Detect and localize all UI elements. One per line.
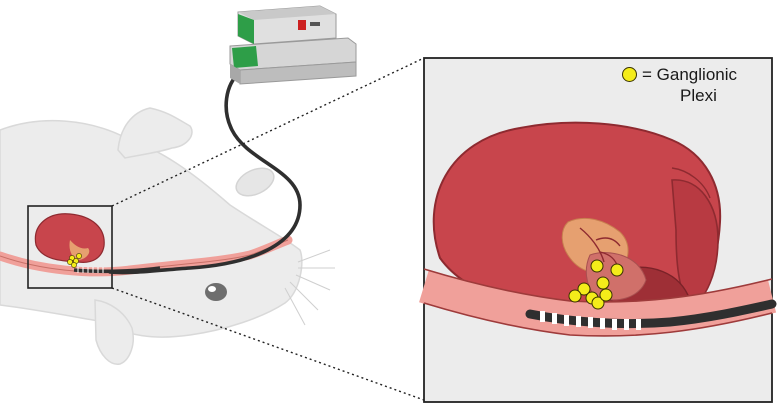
mouse-whiskers bbox=[284, 249, 335, 326]
zoom-connector-bottom bbox=[111, 287, 425, 401]
esophagus-large-bottom-edge bbox=[423, 302, 773, 337]
electrical-stimulator-icon bbox=[229, 5, 357, 85]
legend-label-line1: Ganglionic bbox=[656, 65, 737, 84]
mouse-ear bbox=[235, 167, 275, 197]
catheter-electrodes-large bbox=[540, 311, 641, 330]
catheter-electrodes-small bbox=[77, 267, 104, 273]
inset-panel bbox=[419, 57, 777, 403]
legend-symbol: = bbox=[642, 65, 652, 84]
ganglionic-plexi-large bbox=[568, 259, 624, 310]
stimulator-cable bbox=[108, 70, 302, 275]
legend: = Ganglionic Plexi bbox=[622, 64, 772, 106]
zoom-region-box bbox=[27, 205, 113, 289]
heart-icon-small bbox=[34, 213, 105, 263]
mouse-eye bbox=[205, 283, 227, 301]
mouse-icon bbox=[0, 107, 303, 365]
catheter-mouse bbox=[73, 266, 161, 274]
ganglionic-plexi-dot-icon bbox=[622, 67, 637, 82]
esophagus-large-top-edge bbox=[423, 268, 773, 303]
ganglionic-plexi-small bbox=[67, 253, 82, 268]
legend-label-line2: Plexi bbox=[680, 86, 717, 105]
